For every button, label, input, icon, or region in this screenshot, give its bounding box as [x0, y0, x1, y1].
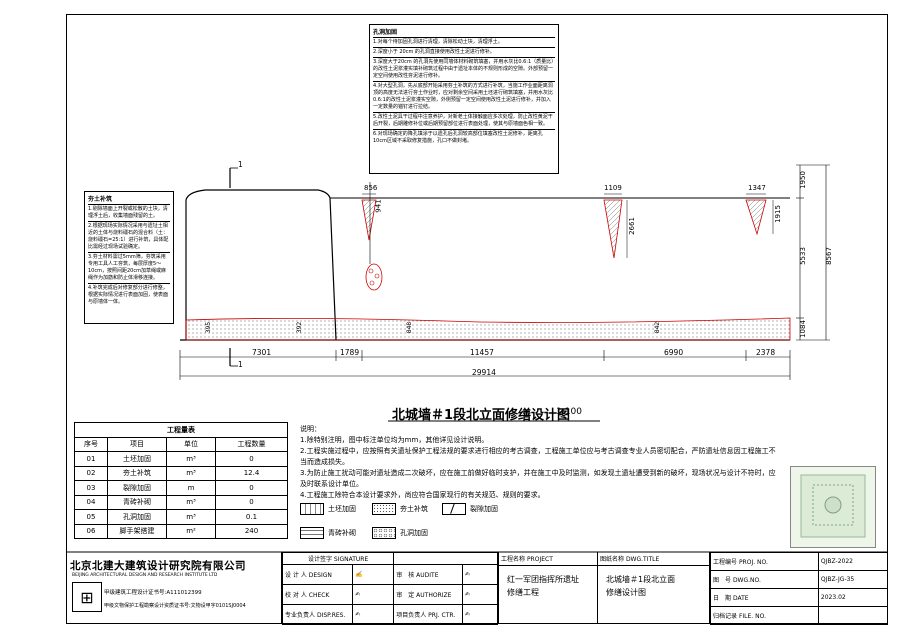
rammed-earth-title: 夯土补筑 [88, 196, 113, 203]
cert-2: 甲级文物保护工程勘察设计资质证书号:文物设甲字0101SJ0004 [104, 603, 246, 609]
rammed-earth-item: 2.根据现场实际情况采用与遗址土相近的土体与烧料礓石的混合料（土：烧料礓石=25… [88, 221, 170, 250]
company-name: 北京北建大建筑设计研究院有限公司 [70, 560, 246, 572]
crack-1 [361, 199, 377, 241]
note-item: 2.工程实施过程中，应按照有关遗址保护工程法规的要求进行相应的考古调查，工程施工… [300, 447, 776, 466]
bottom-dim-5: 2378 [756, 348, 776, 357]
base-repair-band [185, 317, 791, 341]
section-marker-top: 1 [238, 160, 243, 169]
bottom-dim-2: 1789 [340, 348, 360, 357]
legend-swatch-crack [442, 503, 466, 515]
total-dim: 29914 [472, 368, 496, 377]
crack-3 [745, 199, 767, 236]
legend-label: 裂隙加固 [470, 505, 498, 513]
quantity-header: 工程数量 [215, 436, 288, 452]
company-name-en: BEIJING ARCHITECTURAL DESIGN AND RESEARC… [72, 573, 218, 578]
crack-width-1: 856 [364, 184, 378, 192]
drawing-title: 北城墙＃1段北立面修缮设计图 [392, 408, 571, 423]
title-block: 北京北建大建筑设计研究院有限公司 BEIJING ARCHITECTURAL D… [66, 552, 889, 625]
base-dim-3: 848 [406, 321, 414, 334]
drawing-name-2: 修缮设计图 [606, 588, 646, 597]
drawing-name-1: 北城墙＃1段北立面 [606, 575, 676, 584]
signature-label: SIGNATURE [333, 556, 369, 563]
hole-repair-title: 孔洞加固 [373, 29, 398, 36]
pm-signature: ✍ [462, 604, 498, 625]
quantity-table-title: 工程量表 [74, 422, 288, 438]
hole-repair [365, 263, 383, 291]
legend-swatch-brick [300, 527, 324, 539]
quantity-header: 项目 [107, 436, 167, 452]
legend: 土坯加固 夯土补筑 裂隙加固 青砖补砌 孔洞加固 [300, 503, 770, 547]
right-dim-1084: 1084 [798, 320, 807, 338]
legend-swatch-hole [372, 527, 396, 539]
file-number [817, 606, 889, 625]
legend-swatch-rammed [372, 503, 396, 515]
site-plan-thumbnail [790, 466, 876, 548]
project-name-2: 修缮工程 [507, 588, 539, 597]
drawing-scale: 1:100 [556, 407, 582, 417]
hole-repair-notes: 孔洞加固 1.对每个待加固孔洞进行清理，清除松动土块，清理浮土。 2.深度小于 … [369, 24, 559, 174]
legend-swatch-adobe [300, 503, 324, 515]
design-notes: 说明： 1.除特别注明，图中标注单位均为mm，其他详见设计说明。 2.工程实施过… [300, 424, 780, 501]
note-item: 4.工程施工除符合本设计要求外，尚应符合国家现行的有关规范、规则的要求。 [300, 491, 545, 499]
bottom-dim-3: 11457 [470, 348, 494, 357]
crack-2 [603, 199, 623, 259]
right-dim-8567: 8567 [824, 247, 833, 265]
note-item: 1.除特别注明，图中标注单位均为mm，其他详见设计说明。 [300, 436, 489, 444]
audit-signature: ✍ [462, 564, 498, 585]
project-number: QJBZ-2022 [817, 552, 889, 571]
quantity-header: 单位 [166, 436, 216, 452]
legend-label: 土坯加固 [328, 505, 356, 513]
drawing-number: QJBZ-JG-35 [817, 570, 889, 589]
crack-width-3: 1347 [748, 184, 766, 192]
checker-signature: ✍ [352, 584, 395, 605]
quantity-header: 序号 [74, 436, 108, 452]
base-dim-1: 395 [205, 321, 213, 334]
hole-repair-item: 1.对每个待加固孔洞进行清理，清除松动土块，清理浮土。 [373, 37, 555, 47]
rammed-earth-item: 3.夯土材料需过5mm筛，夯筑采用专用工具人工夯筑，每层厚度5～10cm，按照间… [88, 252, 170, 283]
crack-depth-3: 1915 [773, 205, 782, 223]
legend-label: 青砖补砌 [328, 529, 356, 537]
cert-1: 甲级建筑工程设计证书号:A111012399 [104, 590, 202, 596]
approve-signature: ✍ [462, 584, 498, 605]
hole-repair-item: 5.改性土泥具干过程中注意养护，对新老土体接触面应多次处理，防止改性黄泥干后开裂… [373, 112, 555, 129]
hole-repair-item: 6.对现场确定的降孔填涂于以遗孔后孔洞较高部位填塞改性土泥修补，距离孔10cm区… [373, 129, 555, 146]
crack-width-2: 1109 [604, 184, 622, 192]
designer-signature: ✍ [352, 564, 395, 585]
bottom-dim-1: 7301 [252, 348, 272, 357]
drawing-date: 2023.02 [817, 588, 889, 607]
base-dim-2: 392 [296, 321, 304, 334]
bottom-dim-4: 6990 [664, 348, 684, 357]
project-name-1: 红一军团指挥所遗址 [507, 575, 579, 584]
right-dim-1950: 1950 [798, 171, 807, 189]
rammed-earth-item: 4.补筑完成后对修复部分进行修整，根据实际情况进行表面加固，使表面与原墙体一体。 [88, 283, 170, 305]
crack-depth-2: 2661 [627, 217, 636, 235]
right-dim-5533: 5533 [798, 247, 807, 265]
hole-repair-item: 2.深度小于 20cm 的孔洞直接使用改性土泥进行修补。 [373, 47, 555, 57]
discipline-signature: ✍ [352, 604, 395, 625]
hole-repair-item: 4.对大型孔洞，先从底部开始采用夯土补筑的方式进行补筑，当施工作业面距离洞顶的高… [373, 81, 555, 110]
note-item: 3.为防止施工扰动可能对遗址造成二次破坏，应在施工前做好临时支护，并在施工中及时… [300, 469, 776, 488]
legend-label: 夯土补筑 [400, 505, 428, 513]
base-dim-4: 842 [654, 321, 662, 334]
notes-heading: 说明： [300, 425, 321, 433]
wall-outline [185, 189, 337, 341]
rammed-earth-item: 1.剔除墙面上开裂或松散的土块，清理浮土后，收集墙面残留的土。 [88, 204, 170, 221]
company-logo-icon: ⊞ [72, 582, 102, 612]
legend-label: 孔洞加固 [400, 529, 428, 537]
rammed-earth-notes: 夯土补筑 1.剔除墙面上开裂或松散的土块，清理浮土后，收集墙面残留的土。 2.根… [84, 191, 174, 324]
section-marker-bottom: 1 [238, 360, 243, 369]
design-sign-label: 设计签字 [307, 556, 332, 563]
crack-depth-1: 941 [374, 199, 383, 213]
hole-repair-item: 3.深度大于20cm 的孔洞先使用同墙体材料砌筑填塞，并用水灰比0.6:1（质量… [373, 57, 555, 79]
